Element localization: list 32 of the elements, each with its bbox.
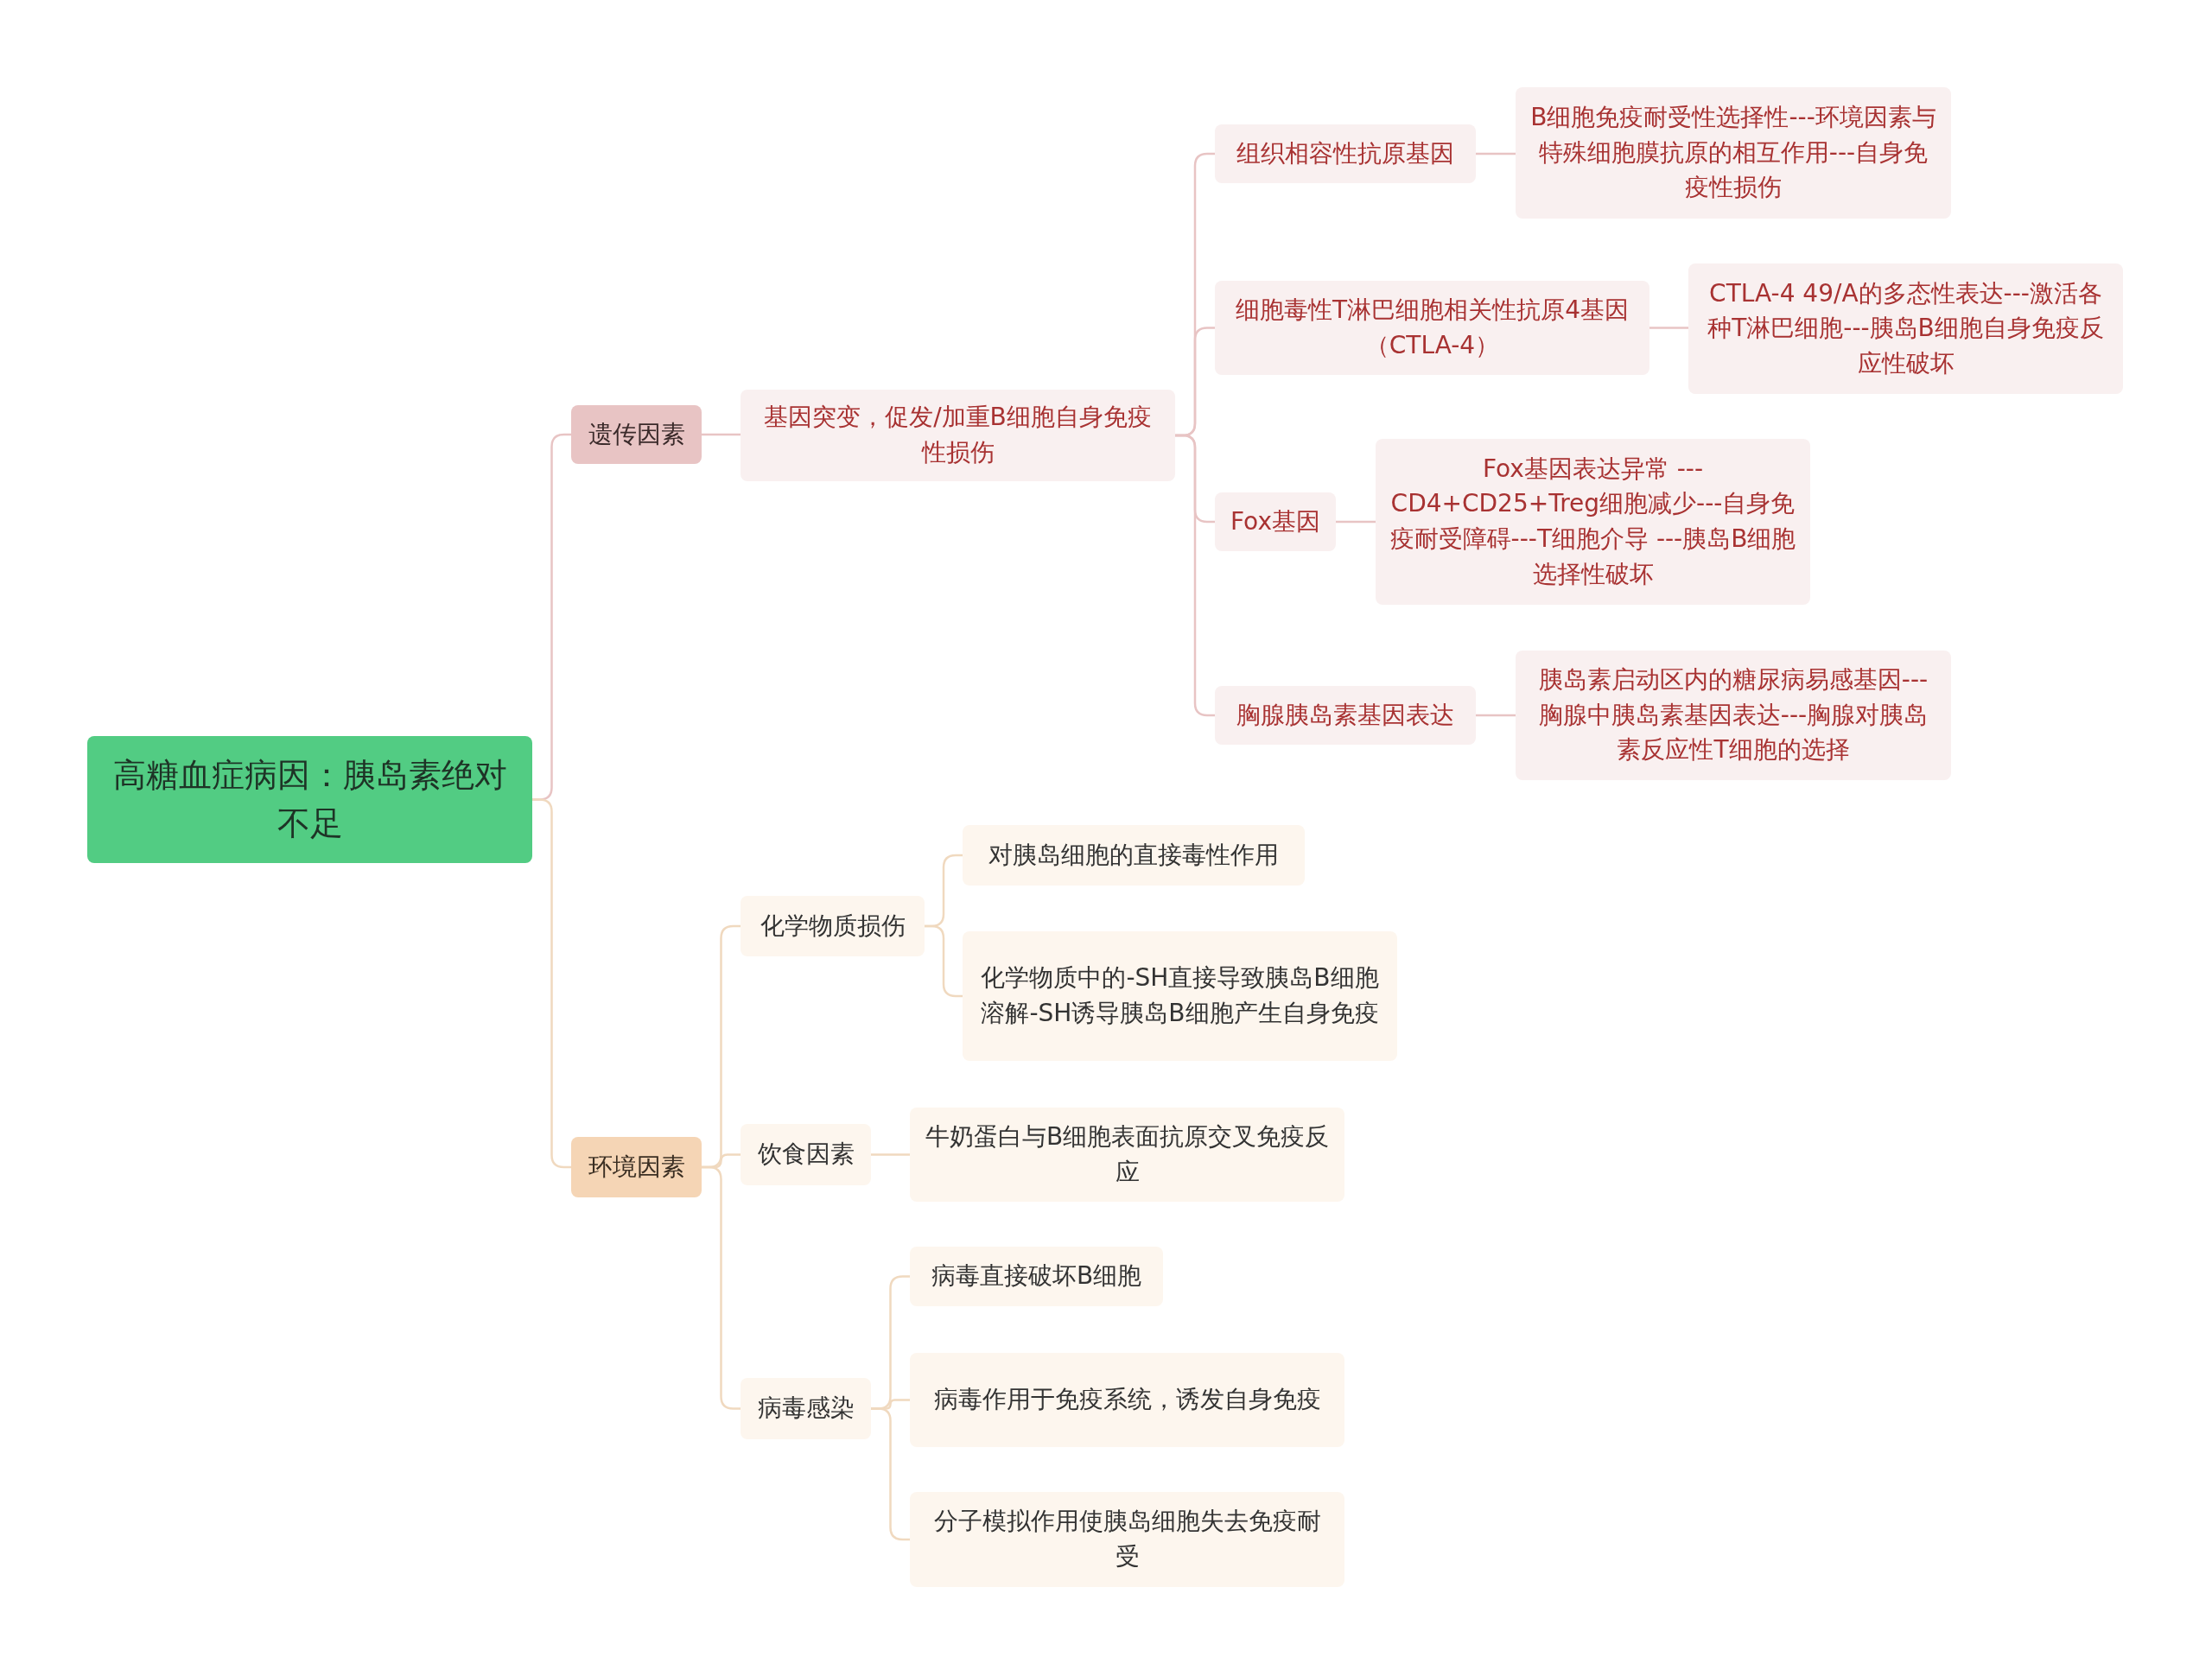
root-topic-box: 高糖血症病因：胰岛素绝对不足 xyxy=(87,736,532,863)
connector-line xyxy=(702,433,741,436)
subtopic-box: 病毒感染 xyxy=(741,1378,871,1439)
subtopic-box: CTLA-4 49/A的多态性表达---激活各种T淋巴细胞---胰岛B细胞自身免疫反应性破坏 xyxy=(1688,263,2123,394)
branch-topic-box: 环境因素 xyxy=(571,1137,702,1197)
connector-line xyxy=(1175,434,1215,717)
connector-line xyxy=(925,924,963,998)
subtopic-box: 细胞毒性T淋巴细胞相关性抗原4基因（CTLA-4） xyxy=(1215,281,1649,375)
subtopic-box: Fox基因表达异常 ---CD4+CD25+Treg细胞减少---自身免疫耐受障碍---T细胞介导 ---胰岛B细胞选择性破坏 xyxy=(1376,439,1810,605)
connector-line xyxy=(532,798,571,1169)
subtopic-box: 病毒直接破坏B细胞 xyxy=(910,1247,1163,1306)
subtopic-box: 对胰岛细胞的直接毒性作用 xyxy=(963,825,1305,886)
subtopic-box: 病毒作用于免疫系统，诱发自身免疫 xyxy=(910,1353,1344,1447)
connector-line xyxy=(702,1165,741,1410)
subtopic-box: 组织相容性抗原基因 xyxy=(1215,124,1476,183)
connector-line xyxy=(871,1153,910,1156)
branch-topic-box: 遗传因素 xyxy=(571,405,702,464)
subtopic-box: Fox基因 xyxy=(1215,492,1336,551)
subtopic-box: 化学物质中的-SH直接导致胰岛B细胞溶解-SH诱导胰岛B细胞产生自身免疫 xyxy=(963,931,1397,1061)
subtopic-box: B细胞免疫耐受性选择性---环境因素与特殊细胞膜抗原的相互作用---自身免疫性损伤 xyxy=(1516,87,1951,219)
connector-line xyxy=(1649,327,1688,329)
subtopic-box: 胰岛素启动区内的糖尿病易感基因---胸腺中胰岛素基因表达---胸腺对胰岛素反应性T细胞的选择 xyxy=(1516,651,1951,780)
connector-line xyxy=(1476,714,1516,717)
subtopic-box: 胸腺胰岛素基因表达 xyxy=(1215,686,1476,745)
connector-line xyxy=(871,1407,910,1541)
subtopic-box: 牛奶蛋白与B细胞表面抗原交叉免疫反应 xyxy=(910,1108,1344,1202)
subtopic-box: 化学物质损伤 xyxy=(741,896,925,956)
connector-line xyxy=(1336,520,1376,524)
subtopic-box: 基因突变，促发/加重B细胞自身免疫性损伤 xyxy=(741,390,1175,481)
connector-line xyxy=(1476,152,1516,156)
subtopic-box: 饮食因素 xyxy=(741,1124,871,1185)
subtopic-box: 分子模拟作用使胰岛细胞失去免疫耐受 xyxy=(910,1492,1344,1587)
